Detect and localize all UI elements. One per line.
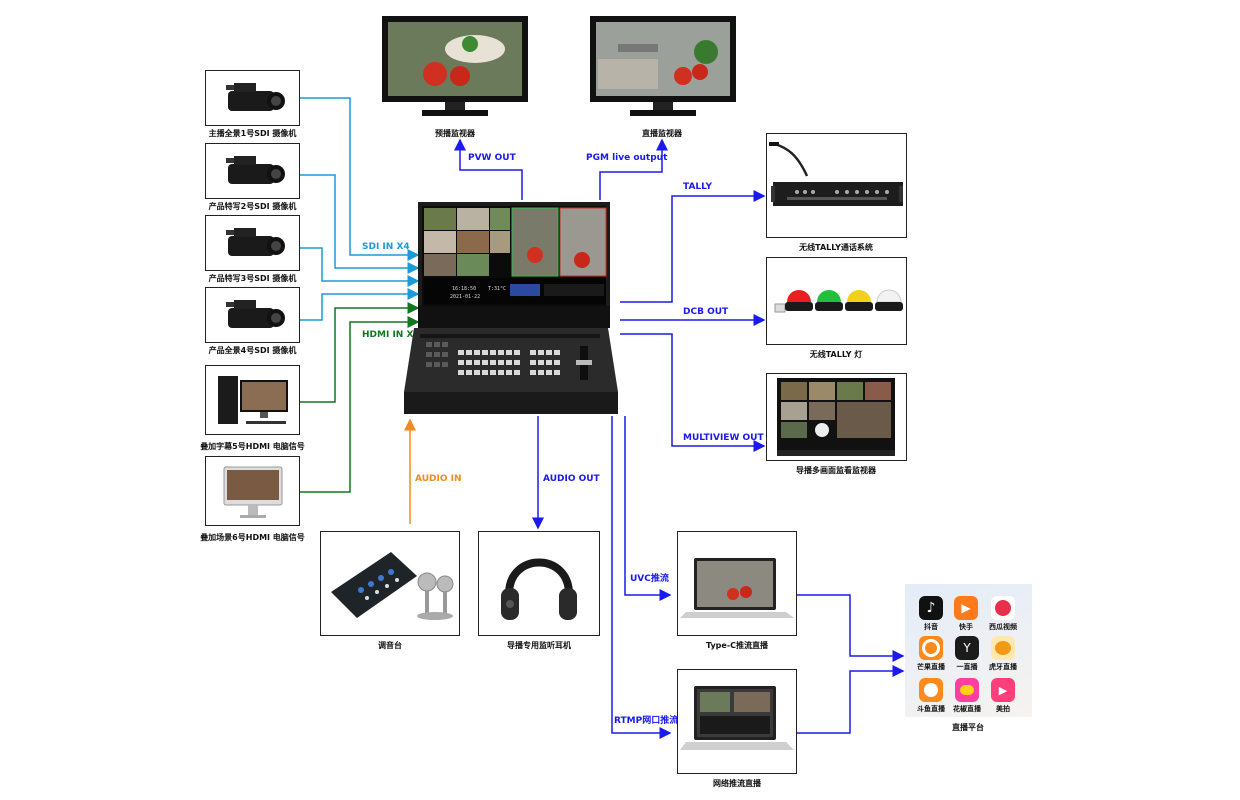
laptop-icon	[680, 558, 794, 618]
switcher-date: 2021-01-22	[450, 294, 480, 300]
mango-icon	[919, 636, 943, 660]
tally-light-box	[766, 257, 907, 345]
audio-in-label: AUDIO IN	[415, 474, 462, 484]
tally-intercom-caption: 无线TALLY通话系统	[799, 243, 873, 252]
tally-light-icon	[774, 289, 903, 313]
network-laptop-box	[677, 669, 797, 774]
pvw-out-label: PVW OUT	[468, 153, 516, 163]
headphones-icon	[501, 558, 577, 620]
app-meipai[interactable]: ▶ 美拍	[989, 678, 1017, 714]
app-kuaishou[interactable]: ▶ 快手	[952, 596, 980, 632]
camera-3-caption: 产品特写3号SDI 摄像机	[208, 274, 297, 283]
camcorder-icon	[226, 228, 285, 256]
network-laptop-caption: 网络推流直播	[713, 779, 761, 788]
typec-laptop-caption: Type-C推流直播	[705, 641, 769, 650]
rtmp-label: RTMP网口推流	[614, 716, 679, 726]
multiview-monitor-caption: 导播多画面监看监视器	[796, 466, 876, 475]
pc-6-caption: 叠加场景6号HDMI 电脑信号	[200, 533, 305, 542]
switcher-device-icon: 16:18:50 2021-01-22 T:31°C	[404, 202, 618, 414]
pgm-out-label: PGM live output	[586, 153, 668, 163]
camera-1-caption: 主播全景1号SDI 摄像机	[208, 129, 297, 138]
audio-out-label: AUDIO OUT	[543, 474, 600, 484]
app-mango[interactable]: 芒果直播	[917, 636, 945, 672]
hdmi-in-label: HDMI IN X2	[362, 330, 420, 340]
camera-4-box	[205, 287, 300, 343]
hdmi-wires	[300, 302, 420, 493]
video-switcher: 16:18:50 2021-01-22 T:31°C	[400, 200, 622, 418]
headphones-box	[478, 531, 600, 636]
tally-intercom-icon	[769, 142, 903, 206]
camera-3-box	[205, 215, 300, 271]
tally-intercom-box	[766, 133, 907, 238]
camera-4-caption: 产品全景4号SDI 摄像机	[208, 346, 297, 355]
xigua-icon	[991, 596, 1015, 620]
mixer-caption: 调音台	[378, 641, 402, 650]
douyu-icon	[919, 678, 943, 702]
app-douyin[interactable]: ♪ 抖音	[917, 596, 945, 632]
output-wires	[454, 138, 905, 739]
yizhibo-icon: Y	[955, 636, 979, 660]
app-huya[interactable]: 虎牙直播	[989, 636, 1017, 672]
tally-light-caption: 无线TALLY 灯	[809, 350, 863, 359]
douyin-icon: ♪	[919, 596, 943, 620]
dcb-out-label: DCB OUT	[683, 307, 729, 317]
kuaishou-icon: ▶	[954, 596, 978, 620]
app-douyu[interactable]: 斗鱼直播	[917, 678, 945, 714]
huajiao-icon	[955, 678, 979, 702]
camera-2-box	[205, 143, 300, 199]
pc-5-box	[205, 365, 300, 435]
monitor-icon	[777, 378, 895, 456]
live-monitor	[588, 14, 738, 124]
multiview-out-label: MULTIVIEW OUT	[683, 433, 764, 443]
meipai-icon: ▶	[991, 678, 1015, 702]
huya-icon	[991, 636, 1015, 660]
switcher-temp: T:31°C	[488, 286, 506, 292]
headphones-caption: 导播专用监听耳机	[507, 641, 571, 650]
switcher-time: 16:18:50	[452, 286, 476, 292]
uvc-label: UVC推流	[630, 574, 669, 584]
audio-mixer-icon	[331, 552, 454, 620]
camcorder-icon	[226, 156, 285, 184]
tally-label: TALLY	[683, 182, 712, 192]
app-xigua[interactable]: 西瓜视频	[989, 596, 1017, 632]
app-huajiao[interactable]: 花椒直播	[953, 678, 981, 714]
laptop-icon	[680, 686, 794, 750]
camcorder-icon	[226, 300, 285, 328]
live-monitor-caption: 直播监视器	[642, 129, 682, 138]
sdi-wires	[300, 97, 420, 321]
platforms-caption: 直播平台	[952, 723, 984, 732]
monitor-icon	[590, 16, 736, 116]
desktop-pc-icon	[218, 376, 288, 424]
typec-laptop-box	[677, 531, 797, 636]
monitor-icon	[382, 16, 528, 116]
imac-icon	[223, 466, 283, 518]
mixer-box	[320, 531, 460, 636]
sdi-in-label: SDI IN X4	[362, 242, 410, 252]
preview-monitor-caption: 预播监视器	[435, 129, 475, 138]
preview-monitor	[380, 14, 530, 124]
camera-2-caption: 产品特写2号SDI 摄像机	[208, 202, 297, 211]
pc-5-caption: 叠加字幕5号HDMI 电脑信号	[200, 442, 305, 451]
camcorder-icon	[226, 83, 285, 111]
multiview-monitor-box	[766, 373, 907, 461]
app-yizhibo[interactable]: Y 一直播	[953, 636, 981, 672]
platforms-panel: ♪ 抖音 ▶ 快手 西瓜视频 芒果直播 Y 一直播 虎牙直播 斗鱼直播	[905, 584, 1032, 717]
pc-6-box	[205, 456, 300, 526]
camera-1-box	[205, 70, 300, 126]
